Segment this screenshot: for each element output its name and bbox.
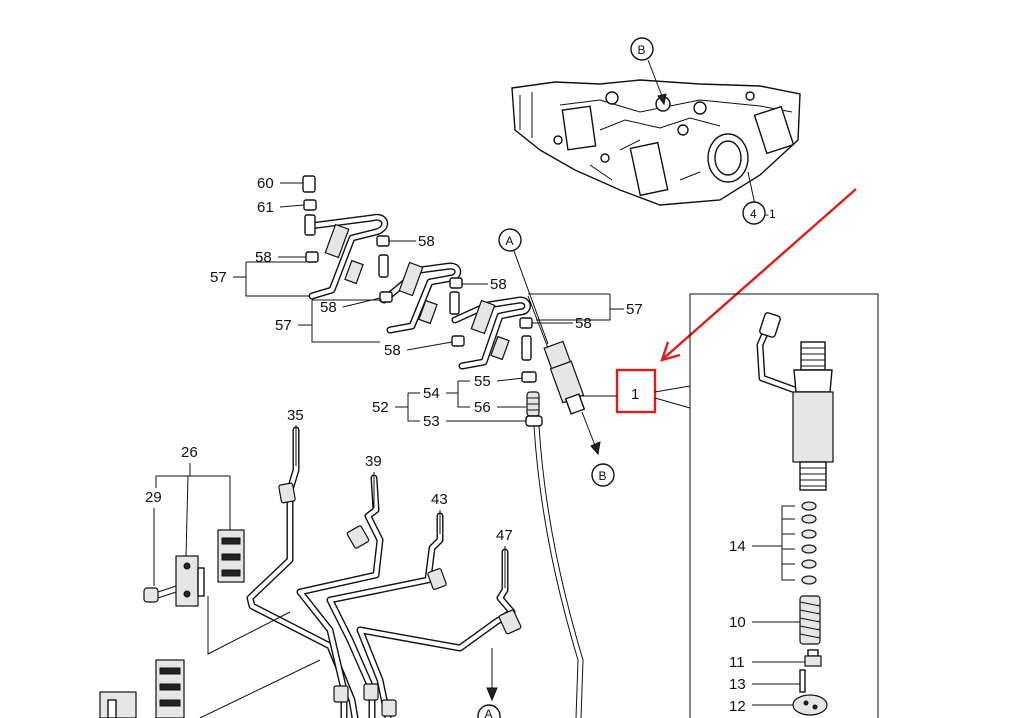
part-13-label: 13 bbox=[729, 676, 746, 693]
marker-b-mid: B bbox=[591, 463, 615, 487]
part-14-label: 14 bbox=[729, 538, 746, 555]
label-4-1: 4 -1 bbox=[742, 171, 776, 225]
part-10-label: 10 bbox=[729, 614, 746, 631]
lower-callouts: 35 26 29 39 43 47 bbox=[99, 407, 513, 718]
part-43-label: 43 bbox=[431, 491, 448, 508]
svg-text:A: A bbox=[506, 234, 514, 248]
svg-text:B: B bbox=[638, 43, 646, 57]
part-54-label: 54 bbox=[423, 385, 440, 402]
marker-a-top: A bbox=[498, 228, 549, 345]
part-47-label: 47 bbox=[496, 527, 513, 544]
pipe-clamp-4 bbox=[99, 691, 137, 718]
part-58-label: 58 bbox=[320, 299, 337, 316]
part-55-label: 55 bbox=[474, 373, 491, 390]
spring-10 bbox=[799, 595, 821, 645]
part-39-label: 39 bbox=[365, 453, 382, 470]
part-52-label: 52 bbox=[372, 399, 389, 416]
part-1-label: 1 bbox=[631, 386, 639, 403]
svg-text:A: A bbox=[485, 707, 493, 718]
bolt-29 bbox=[143, 585, 177, 603]
injector-part-1 bbox=[527, 295, 617, 456]
part-53-label: 53 bbox=[423, 413, 440, 430]
svg-text:B: B bbox=[599, 469, 607, 483]
pipe-clamp-3 bbox=[155, 659, 185, 718]
part-58-label: 58 bbox=[490, 276, 507, 293]
svg-text:-1: -1 bbox=[765, 207, 776, 221]
part-57-label: 57 bbox=[275, 317, 292, 334]
pipe-clamp bbox=[175, 555, 205, 607]
part-26-label: 26 bbox=[181, 444, 198, 461]
pipe-callouts: 60 61 58 58 58 58 58 58 57 57 57 55 54 5… bbox=[210, 175, 643, 430]
part-60-label: 60 bbox=[257, 175, 274, 192]
part-58-label: 58 bbox=[575, 315, 592, 332]
cylinder-head bbox=[511, 79, 801, 206]
part-61-label: 61 bbox=[257, 199, 274, 216]
part-58-label: 58 bbox=[255, 249, 272, 266]
part-57-label: 57 bbox=[626, 301, 643, 318]
highlight-arrow: 1 bbox=[615, 188, 857, 414]
marker-b-top: B bbox=[630, 37, 667, 106]
pipe-clamp-2 bbox=[217, 529, 245, 583]
washer-stack bbox=[801, 501, 817, 585]
part-58-label: 58 bbox=[418, 233, 435, 250]
part-57-label: 57 bbox=[210, 269, 227, 286]
highlight-box-part-1 bbox=[615, 368, 657, 414]
part-35-label: 35 bbox=[287, 407, 304, 424]
leak-off-pipe-assembly bbox=[302, 175, 533, 370]
marker-a-bottom: A bbox=[477, 648, 501, 718]
return-line bbox=[533, 425, 579, 718]
part-29-label: 29 bbox=[145, 489, 162, 506]
part-56-label: 56 bbox=[474, 399, 491, 416]
high-pressure-pipes bbox=[246, 426, 522, 718]
part-12-label: 12 bbox=[729, 698, 746, 715]
part-11-label: 11 bbox=[729, 654, 745, 671]
part-58-label: 58 bbox=[384, 342, 401, 359]
injector-detail-panel: 14 10 11 13 12 bbox=[654, 293, 879, 718]
svg-text:4: 4 bbox=[750, 207, 757, 221]
